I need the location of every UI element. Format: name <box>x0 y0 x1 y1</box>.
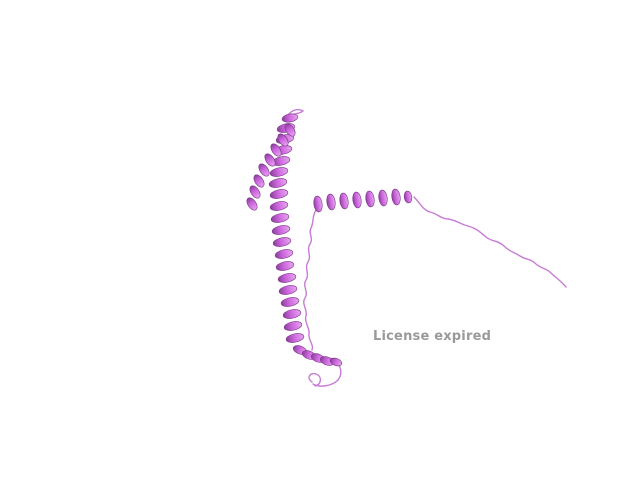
helix-horizontal <box>313 188 413 213</box>
license-expired-watermark: License expired <box>373 329 492 344</box>
helix-bottom <box>292 345 343 367</box>
coil-segments <box>287 108 567 387</box>
helix-short-left <box>246 123 296 211</box>
